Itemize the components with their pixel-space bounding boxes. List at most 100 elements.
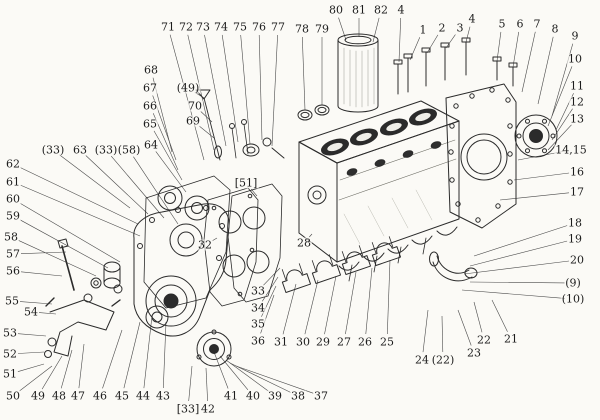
callout-4: 4 [396,3,406,17]
leader-line [537,36,554,105]
callout-6: 6 [515,17,525,31]
leader-line [110,155,165,219]
callout-33: [33] [175,402,201,416]
engine-block [298,100,460,282]
leader-line [78,343,85,389]
leader-line [18,240,97,277]
callout-21: 21 [503,332,519,346]
leader-line [512,31,519,68]
leader-line [473,301,483,333]
callout-37: 37 [313,389,329,403]
callout-79: 79 [314,22,330,36]
leader-lines [17,17,574,402]
callout-5: 5 [497,17,507,31]
callout-28: 28 [296,236,312,250]
leader-line [213,351,229,389]
leader-line [491,299,508,332]
leader-line [123,321,141,389]
callout-32: 32 [197,238,213,252]
callout-11: 11 [569,79,585,93]
leader-line [398,17,401,63]
breather-tube [195,89,222,161]
callout-39: 39 [267,389,283,403]
callout-58: (58) [116,143,142,157]
callout-14,15: 14,15 [554,143,588,157]
callout-10: (10) [560,292,586,306]
leader-line [324,275,337,335]
leader-line [102,329,123,389]
callout-44: 44 [135,389,151,403]
leader-line [19,219,109,269]
callout-61: 61 [5,175,21,189]
leader-line [155,151,187,193]
callout-77: 77 [270,20,286,34]
callout-7: 7 [532,17,542,31]
leader-line [19,301,53,305]
leader-line [133,156,179,225]
callout-17: 17 [569,185,585,199]
cylinder-liner [337,33,379,113]
callout-22: (22) [430,353,456,367]
callout-3: 3 [455,21,465,35]
callout-80: 80 [328,3,344,17]
leader-line [461,289,566,299]
callout-8: 8 [550,22,560,36]
leader-line [387,259,391,335]
callout-82: 82 [373,3,389,17]
leader-line [463,260,570,275]
leader-line [19,202,121,263]
callout-45: 45 [114,389,130,403]
leader-line [163,321,167,389]
leader-line [496,31,502,62]
leader-line [547,124,572,151]
cylinder-head-bolts [393,37,518,95]
callout-81: 81 [351,3,367,17]
callout-71: 71 [160,20,176,34]
support-bracket [44,293,121,358]
callout-54: 54 [23,305,39,319]
callout-49: 49 [30,389,46,403]
callout-64: 64 [143,138,159,152]
leader-line [302,36,306,111]
leader-line [188,365,193,402]
callout-25: 25 [379,335,395,349]
callout-56: 56 [5,264,21,278]
leader-line [20,184,141,237]
callout-26: 26 [357,335,373,349]
callout-43: 43 [155,389,171,403]
callout-66: 66 [142,99,158,113]
leader-line [521,31,536,93]
leader-line [263,267,281,286]
callout-34: 34 [250,301,266,315]
callout-52: 52 [2,347,18,361]
sealing-rings [297,104,330,121]
callout-18: 18 [567,216,583,230]
rear-end-plate [445,83,517,229]
leader-line [225,359,269,392]
callout-55: 55 [4,294,20,308]
leader-line [204,34,227,147]
leader-line [426,34,439,54]
leader-line [469,240,568,267]
callout-13: 13 [569,112,585,126]
callout-20: 20 [569,253,585,267]
leader-line [19,365,53,392]
callout-72: 72 [178,20,194,34]
callout-57: 57 [5,247,21,261]
leader-line [38,312,57,315]
leader-line [20,271,63,277]
leader-line [258,34,263,141]
leader-line [345,271,357,335]
callout-73: 73 [195,20,211,34]
leader-line [445,34,456,49]
callout-36: 36 [250,334,266,348]
callout-51: [51] [233,176,259,190]
main-bearing-caps [281,236,402,294]
mount-stud [57,238,123,294]
leader-line [441,315,444,353]
callout-33: (33) [93,143,119,157]
callout-68: 68 [143,63,159,77]
callout-35: 35 [250,317,266,331]
